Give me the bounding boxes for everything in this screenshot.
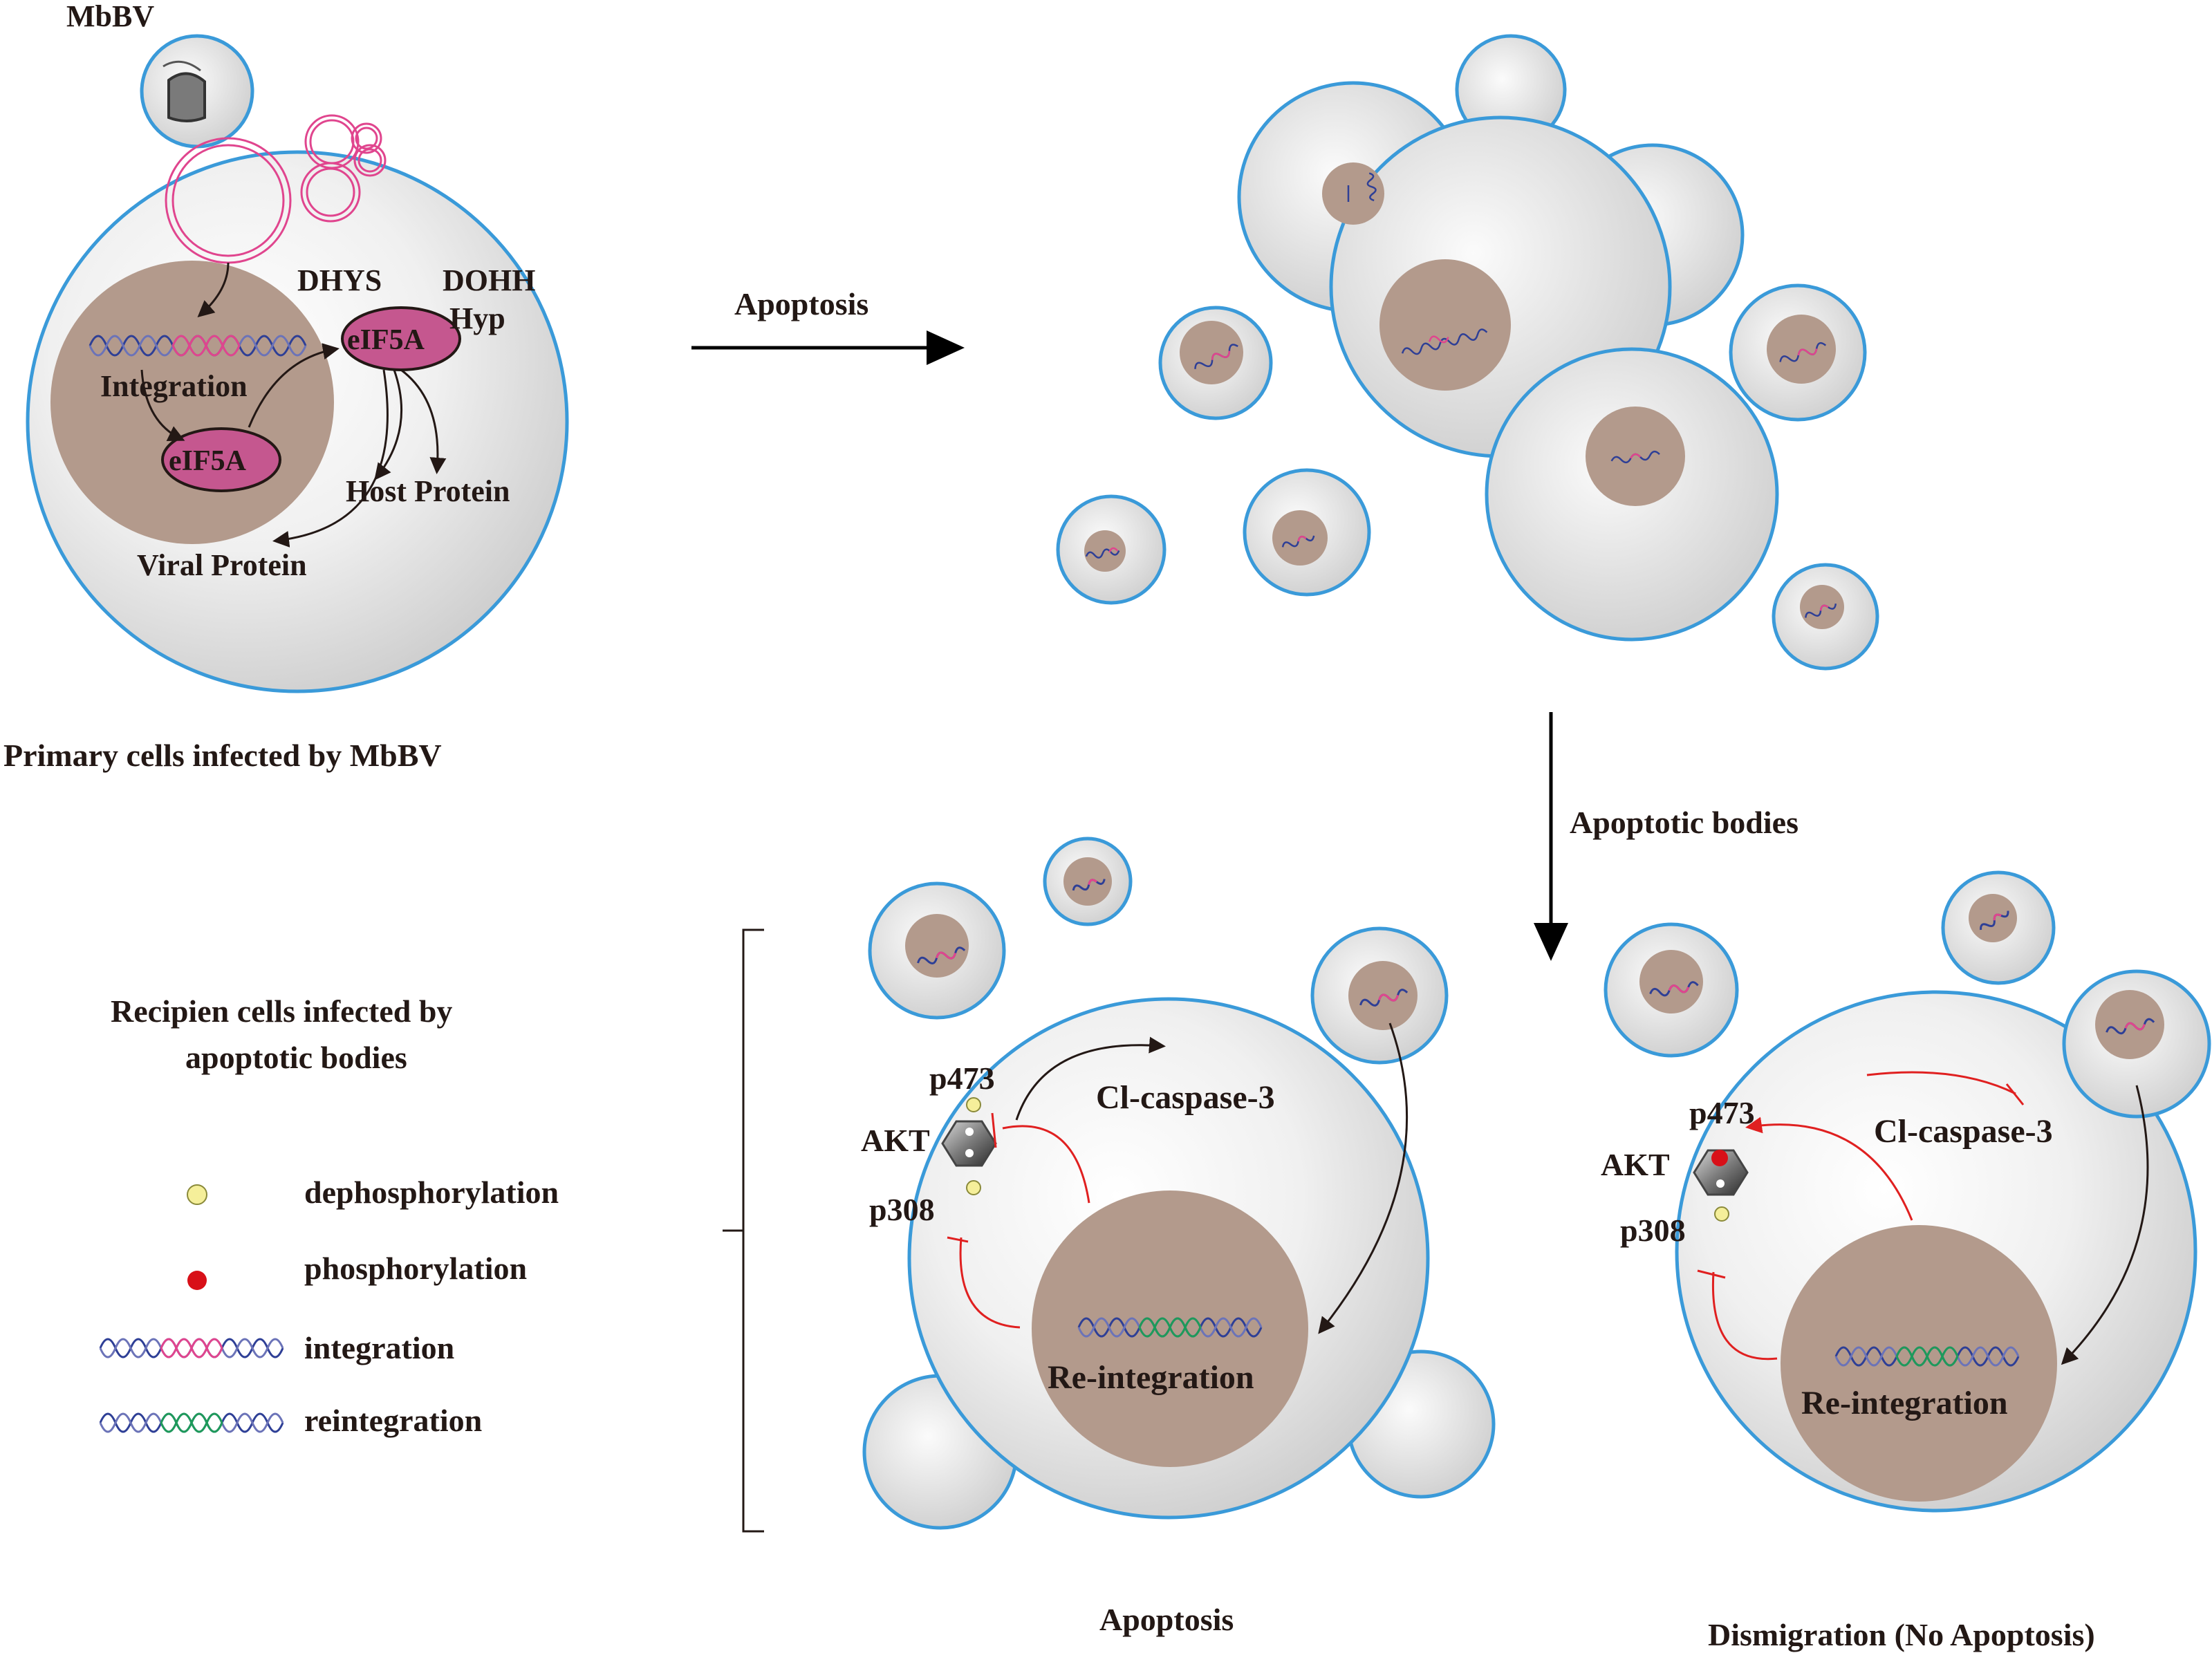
apoptotic-bodies-label: Apoptotic bodies [1570,805,1799,840]
legend-label-dephosphorylation: dephosphorylation [304,1175,559,1210]
legend-label-reintegration: reintegration [304,1403,482,1438]
viral-protein-label: Viral Protein [137,548,307,582]
apoptotic-cluster-panel [1056,34,1879,671]
p308-label-apoptosis: p308 [869,1192,935,1227]
cl-caspase-label-dismigration: Cl-caspase-3 [1874,1113,2053,1150]
legend: Recipien cells infected by apoptotic bod… [99,928,764,1533]
eif5a-nuclear [161,427,281,492]
yellow-dot-icon [966,1097,981,1112]
p308-label-dismigration: p308 [1620,1213,1686,1248]
recipient-title-line1: Recipien cells infected by [111,993,452,1029]
host-protein-label: Host Protein [346,474,510,508]
mbbv-label: MbBV [66,0,154,33]
integration-label: Integration [100,369,248,403]
yellow-dot-icon [1714,1206,1729,1222]
dhys-label: DHYS [297,263,382,297]
recipient-title-line2: apoptotic bodies [185,1040,407,1075]
dna-integration-icon [99,1338,284,1358]
red-dot-icon [187,1271,207,1290]
reintegration-label-dismigration: Re-integration [1801,1385,2008,1421]
apoptosis-arrow: Apoptosis [691,286,965,365]
caption-dismigration: Dismigration (No Apoptosis) [1708,1617,2095,1652]
mbbv-virion-icon [140,34,254,149]
eif5a-nuclear-label: eIF5A [169,445,247,477]
primary-cell-arrows [140,262,447,548]
akt-label-dismigration: AKT [1601,1147,1670,1182]
primary-dna-icon [89,335,307,357]
cl-caspase-label-apoptosis: Cl-caspase-3 [1096,1079,1275,1116]
yellow-dot-icon [187,1184,207,1205]
legend-label-integration: integration [304,1330,454,1365]
dohh-label: DOHH [443,263,535,297]
bracket [723,928,764,1533]
red-dot-icon [1711,1150,1728,1166]
caption-apoptosis: Apoptosis [1099,1602,1234,1637]
p473-label-apoptosis: p473 [929,1061,995,1096]
akt-label-apoptosis: AKT [861,1123,930,1158]
primary-cell-panel: MbBV Integration eIF5A e [3,0,569,773]
p473-label-dismigration: p473 [1689,1095,1755,1130]
akt-icon-apoptosis [941,1120,997,1167]
eif5a-cytoplasm-label: eIF5A [347,324,425,356]
hyp-label: Hyp [449,301,505,335]
akt-icon-dismigration [1693,1149,1749,1196]
primary-caption: Primary cells infected by MbBV [3,738,442,773]
recipient-apoptosis-panel: Re-integration Cl-caspase-3 p473 AKT p30… [861,837,1496,1637]
apoptosis-arrow-label: Apoptosis [734,286,868,321]
dna-reintegration-icon [99,1412,284,1433]
legend-label-phosphorylation: phosphorylation [304,1251,527,1286]
yellow-dot-icon [966,1180,981,1195]
apoptotic-bodies-arrow: Apoptotic bodies [1534,712,1799,961]
recipient-dismigration-panel: Re-integration Cl-caspase-3 p473 AKT p30… [1601,870,2211,1652]
endosome-vesicles [165,114,387,264]
reintegration-label-apoptosis: Re-integration [1048,1359,1254,1396]
